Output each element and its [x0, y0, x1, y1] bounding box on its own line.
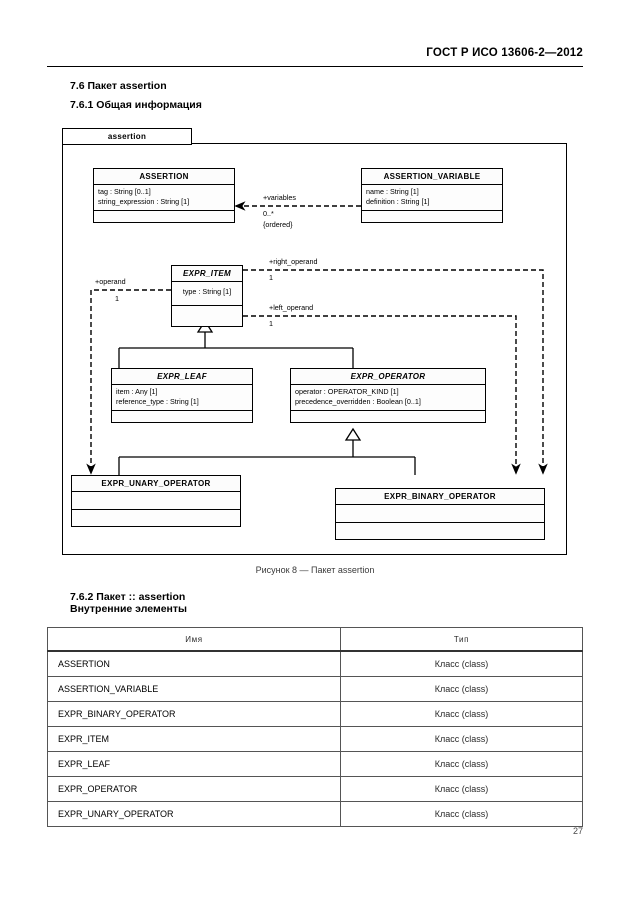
uml-class-attributes — [72, 492, 240, 510]
table-cell-name: EXPR_ITEM — [47, 726, 341, 752]
page-number: 27 — [572, 826, 583, 836]
table-cell-type: Класс (class) — [340, 676, 583, 702]
diagram-connectors — [86, 201, 548, 475]
uml-attribute: operator : OPERATOR_KIND [1] — [295, 387, 399, 396]
assoc-label-left-operand-role: +left_operand — [269, 303, 314, 312]
uml-class-name: EXPR_BINARY_OPERATOR — [336, 489, 544, 505]
uml-class-attributes: tag : String [0..1] string_expression : … — [94, 185, 234, 211]
header-divider — [47, 66, 583, 67]
assoc-label-operand-mult: 1 — [115, 294, 119, 303]
uml-attribute: item : Any [1] — [116, 387, 158, 396]
uml-class-assertion-variable[interactable]: ASSERTION_VARIABLE name : String [1] def… — [361, 168, 503, 223]
uml-class-assertion[interactable]: ASSERTION tag : String [0..1] string_exp… — [93, 168, 235, 223]
section-heading-7-6: 7.6 Пакет assertion — [70, 80, 167, 92]
uml-class-attributes — [336, 505, 544, 523]
table-cell-name: ASSERTION_VARIABLE — [47, 676, 341, 702]
table-cell-name: EXPR_UNARY_OPERATOR — [47, 801, 341, 827]
uml-class-operations — [362, 211, 502, 222]
uml-class-expr-operator[interactable]: EXPR_OPERATOR operator : OPERATOR_KIND [… — [290, 368, 486, 423]
uml-attribute: type : String [1] — [182, 287, 232, 296]
uml-class-operations — [291, 411, 485, 422]
assoc-label-right-operand-mult: 1 — [269, 273, 273, 282]
table-row: EXPR_OPERATOR Класс (class) — [47, 776, 583, 802]
assoc-label-operand-role: +operand — [95, 277, 126, 286]
table-cell-type: Класс (class) — [340, 751, 583, 777]
figure-caption: Рисунок 8 — Пакет assertion — [255, 565, 375, 575]
uml-attribute: precedence_overridden : Boolean [0..1] — [295, 397, 421, 407]
uml-class-expr-item[interactable]: EXPR_ITEM type : String [1] — [171, 265, 243, 327]
uml-attribute: tag : String [0..1] — [98, 187, 151, 196]
table-row: ASSERTION_VARIABLE Класс (class) — [47, 676, 583, 702]
uml-class-attributes: item : Any [1] reference_type : String [… — [112, 385, 252, 411]
table-row: ASSERTION Класс (class) — [47, 650, 583, 677]
table-cell-type: Класс (class) — [340, 650, 583, 677]
table-header-row: Имя Тип — [47, 627, 583, 652]
table-row: EXPR_UNARY_OPERATOR Класс (class) — [47, 801, 583, 827]
uml-class-operations — [94, 211, 234, 222]
uml-attribute: definition : String [1] — [366, 197, 430, 207]
uml-package-diagram: ASSERTION tag : String [0..1] string_exp… — [62, 143, 567, 555]
section-subheading-internal: Внутренние элементы — [70, 603, 188, 615]
uml-class-attributes: name : String [1] definition : String [1… — [362, 185, 502, 211]
uml-class-operations — [336, 523, 544, 539]
internal-elements-table: Имя Тип ASSERTION Класс (class) ASSERTIO… — [47, 627, 583, 827]
uml-class-operations — [172, 306, 242, 326]
uml-class-name: EXPR_UNARY_OPERATOR — [72, 476, 240, 492]
table-cell-name: ASSERTION — [47, 650, 341, 677]
uml-class-operations — [112, 411, 252, 422]
section-heading-7-6-1: 7.6.1 Общая информация — [70, 99, 202, 111]
table-header-name: Имя — [47, 627, 341, 652]
assoc-label-right-operand-role: +right_operand — [269, 257, 318, 266]
assoc-label-left-operand-mult: 1 — [269, 319, 273, 328]
table-cell-name: EXPR_BINARY_OPERATOR — [47, 701, 341, 727]
uml-class-name: EXPR_LEAF — [112, 369, 252, 385]
uml-attribute: string_expression : String [1] — [98, 197, 190, 207]
uml-class-name: EXPR_ITEM — [172, 266, 242, 282]
table-cell-type: Класс (class) — [340, 701, 583, 727]
table-cell-type: Класс (class) — [340, 801, 583, 827]
table-row: EXPR_LEAF Класс (class) — [47, 751, 583, 777]
assoc-label-variables-role: +variables — [263, 193, 296, 202]
assoc-label-variables-mult: 0..* — [263, 209, 274, 218]
uml-class-name: ASSERTION — [94, 169, 234, 185]
uml-class-expr-leaf[interactable]: EXPR_LEAF item : Any [1] reference_type … — [111, 368, 253, 423]
table-cell-name: EXPR_OPERATOR — [47, 776, 341, 802]
uml-class-expr-unary-operator[interactable]: EXPR_UNARY_OPERATOR — [71, 475, 241, 527]
table-header-type: Тип — [340, 627, 583, 652]
table-cell-type: Класс (class) — [340, 726, 583, 752]
uml-class-operations — [72, 510, 240, 526]
uml-attribute: reference_type : String [1] — [116, 397, 199, 407]
uml-class-name: EXPR_OPERATOR — [291, 369, 485, 385]
uml-class-attributes: operator : OPERATOR_KIND [1] precedence_… — [291, 385, 485, 411]
table-cell-type: Класс (class) — [340, 776, 583, 802]
section-heading-7-6-2: 7.6.2 Пакет :: assertion — [70, 591, 186, 603]
table-cell-name: EXPR_LEAF — [47, 751, 341, 777]
uml-class-expr-binary-operator[interactable]: EXPR_BINARY_OPERATOR — [335, 488, 545, 540]
uml-class-name: ASSERTION_VARIABLE — [362, 169, 502, 185]
uml-class-attributes: type : String [1] — [172, 282, 242, 306]
table-row: EXPR_ITEM Класс (class) — [47, 726, 583, 752]
assoc-label-variables-ordered: {ordered} — [263, 220, 293, 229]
table-row: EXPR_BINARY_OPERATOR Класс (class) — [47, 701, 583, 727]
uml-attribute: name : String [1] — [366, 187, 419, 196]
package-tab-label: assertion — [62, 128, 192, 145]
document-header-title: ГОСТ Р ИСО 13606-2—2012 — [426, 47, 583, 59]
